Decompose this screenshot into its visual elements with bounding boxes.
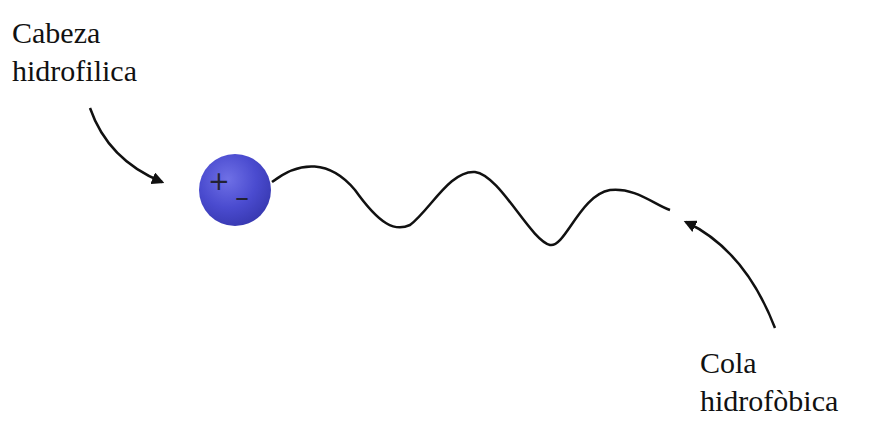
- hydrophobic-tail: [272, 166, 670, 245]
- charge-sign: –: [235, 184, 249, 212]
- hydrophilic-head: +–: [199, 154, 271, 226]
- leader-arrow: [90, 108, 162, 182]
- callout-label: Cola hidrofòbica: [700, 344, 838, 419]
- charge-sign: +: [208, 168, 230, 194]
- callout-label: Cabeza hidrofilica: [12, 14, 137, 89]
- leader-arrow: [686, 222, 775, 328]
